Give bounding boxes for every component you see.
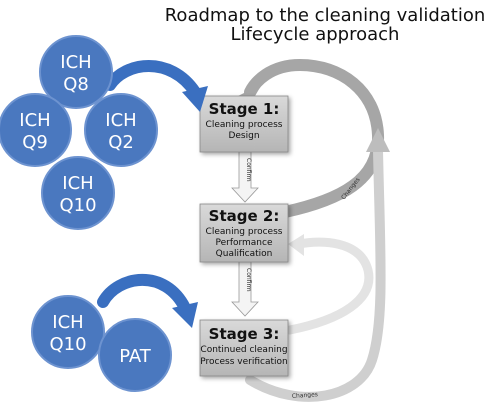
confirm-label-2: Confirm xyxy=(245,268,252,292)
stage-3-line-1: Continued cleaning xyxy=(200,345,287,355)
circle-ich-q8: ICH Q8 xyxy=(39,35,113,109)
circle-ich-q9: ICH Q9 xyxy=(0,93,72,167)
blue-arrow-to-stage3 xyxy=(97,273,191,314)
svg-text:ICH: ICH xyxy=(105,110,136,131)
loop-arrowhead-outer xyxy=(366,128,390,152)
circle-ich-q10-bottom: ICH Q10 xyxy=(31,295,105,369)
confirm-label-1: Confirm xyxy=(245,158,252,182)
svg-text:Q9: Q9 xyxy=(22,132,48,153)
diagram-title-line1: Roadmap to the cleaning validation xyxy=(165,5,486,26)
stage-2-line-2: Performance xyxy=(215,238,272,248)
svg-text:Q10: Q10 xyxy=(59,195,96,216)
stage-1-line-2: Design xyxy=(228,131,259,141)
diagram-title-line2: Lifecycle approach xyxy=(231,24,400,45)
stage-1-title: Stage 1: xyxy=(209,100,280,118)
svg-text:ICH: ICH xyxy=(60,52,91,73)
changes-label-2: Changes xyxy=(292,391,319,400)
svg-text:Q10: Q10 xyxy=(49,334,86,355)
circle-pat: PAT xyxy=(98,318,172,392)
changes-loop-arrow-upper xyxy=(244,58,385,218)
svg-text:ICH: ICH xyxy=(62,173,93,194)
stage-2-line-3: Qualification xyxy=(216,249,273,259)
circle-ich-q10-top: ICH Q10 xyxy=(41,156,115,230)
stage-3-title: Stage 3: xyxy=(209,325,280,343)
loop-arrowhead-to-stage2 xyxy=(288,234,304,256)
svg-text:Q2: Q2 xyxy=(108,132,134,153)
stage-1-line-1: Cleaning process xyxy=(206,120,283,130)
stage-1-box: Stage 1: Cleaning process Design xyxy=(199,95,289,153)
blue-arrowhead-to-stage1 xyxy=(182,86,208,112)
stage-3-box: Stage 3: Continued cleaning Process veri… xyxy=(199,319,289,377)
svg-text:PAT: PAT xyxy=(119,346,152,367)
svg-text:ICH: ICH xyxy=(19,110,50,131)
circle-ich-q2: ICH Q2 xyxy=(84,93,158,167)
confirm-arrow-1 xyxy=(231,151,259,203)
stage-2-line-1: Cleaning process xyxy=(206,227,283,237)
changes-loop-arrow-outer xyxy=(245,145,386,402)
blue-arrow-to-stage1 xyxy=(104,60,201,98)
stage-3-line-2: Process verification xyxy=(200,357,287,367)
stage-2-box: Stage 2: Cleaning process Performance Qu… xyxy=(199,203,289,263)
stage-2-title: Stage 2: xyxy=(209,207,280,225)
changes-loop-arrow-lower xyxy=(285,237,374,335)
blue-arrowhead-to-stage3 xyxy=(172,302,198,328)
confirm-arrow-2 xyxy=(231,261,259,317)
svg-text:Q8: Q8 xyxy=(63,74,89,95)
svg-text:ICH: ICH xyxy=(52,312,83,333)
